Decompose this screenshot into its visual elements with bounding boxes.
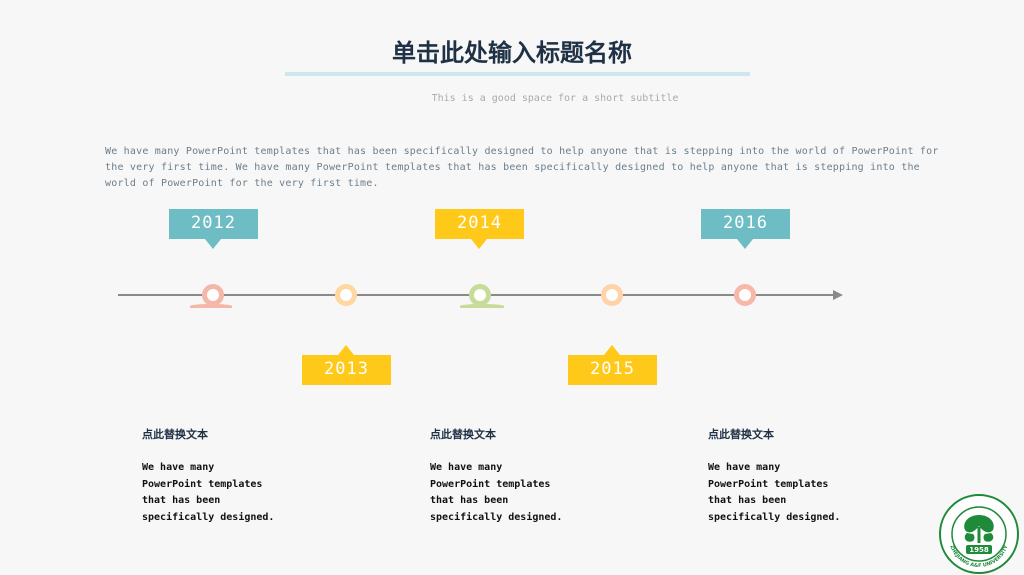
page-subtitle[interactable]: This is a good space for a short subtitl…: [431, 93, 679, 104]
timeline-node-base: [460, 304, 504, 308]
title-underline: [285, 72, 750, 76]
text-column-3: 点此替换文本 We have many PowerPoint templates…: [708, 426, 928, 526]
year-callout-2013[interactable]: 2013: [302, 345, 391, 385]
text-column-2: 点此替换文本 We have many PowerPoint templates…: [430, 426, 650, 526]
column-body[interactable]: We have many PowerPoint templates that h…: [430, 462, 563, 523]
year-callout-2012[interactable]: 2012: [169, 209, 258, 249]
timeline-arrow-icon: [833, 290, 843, 300]
timeline-node-2014: [469, 284, 491, 306]
year-callout-2014[interactable]: 2014: [435, 209, 524, 249]
intro-paragraph[interactable]: We have many PowerPoint templates that h…: [105, 146, 939, 189]
timeline-node-base: [190, 304, 232, 308]
timeline-node-2012: [202, 284, 224, 306]
column-body[interactable]: We have many PowerPoint templates that h…: [142, 462, 275, 523]
timeline-node-2013: [335, 284, 357, 306]
column-title[interactable]: 点此替换文本: [708, 428, 774, 441]
ginkgo-seal-icon: 1958 ZHEJIANG A&F UNIVERSITY: [939, 494, 1019, 574]
year-callout-2016[interactable]: 2016: [701, 209, 790, 249]
text-column-1: 点此替换文本 We have many PowerPoint templates…: [142, 426, 362, 526]
timeline-node-2015: [601, 284, 623, 306]
column-body[interactable]: We have many PowerPoint templates that h…: [708, 462, 841, 523]
page-title[interactable]: 单击此处输入标题名称: [392, 39, 632, 67]
seal-year: 1958: [969, 546, 989, 554]
timeline-node-2016: [734, 284, 756, 306]
column-title[interactable]: 点此替换文本: [430, 428, 496, 441]
year-callout-2015[interactable]: 2015: [568, 345, 657, 385]
column-title[interactable]: 点此替换文本: [142, 428, 208, 441]
